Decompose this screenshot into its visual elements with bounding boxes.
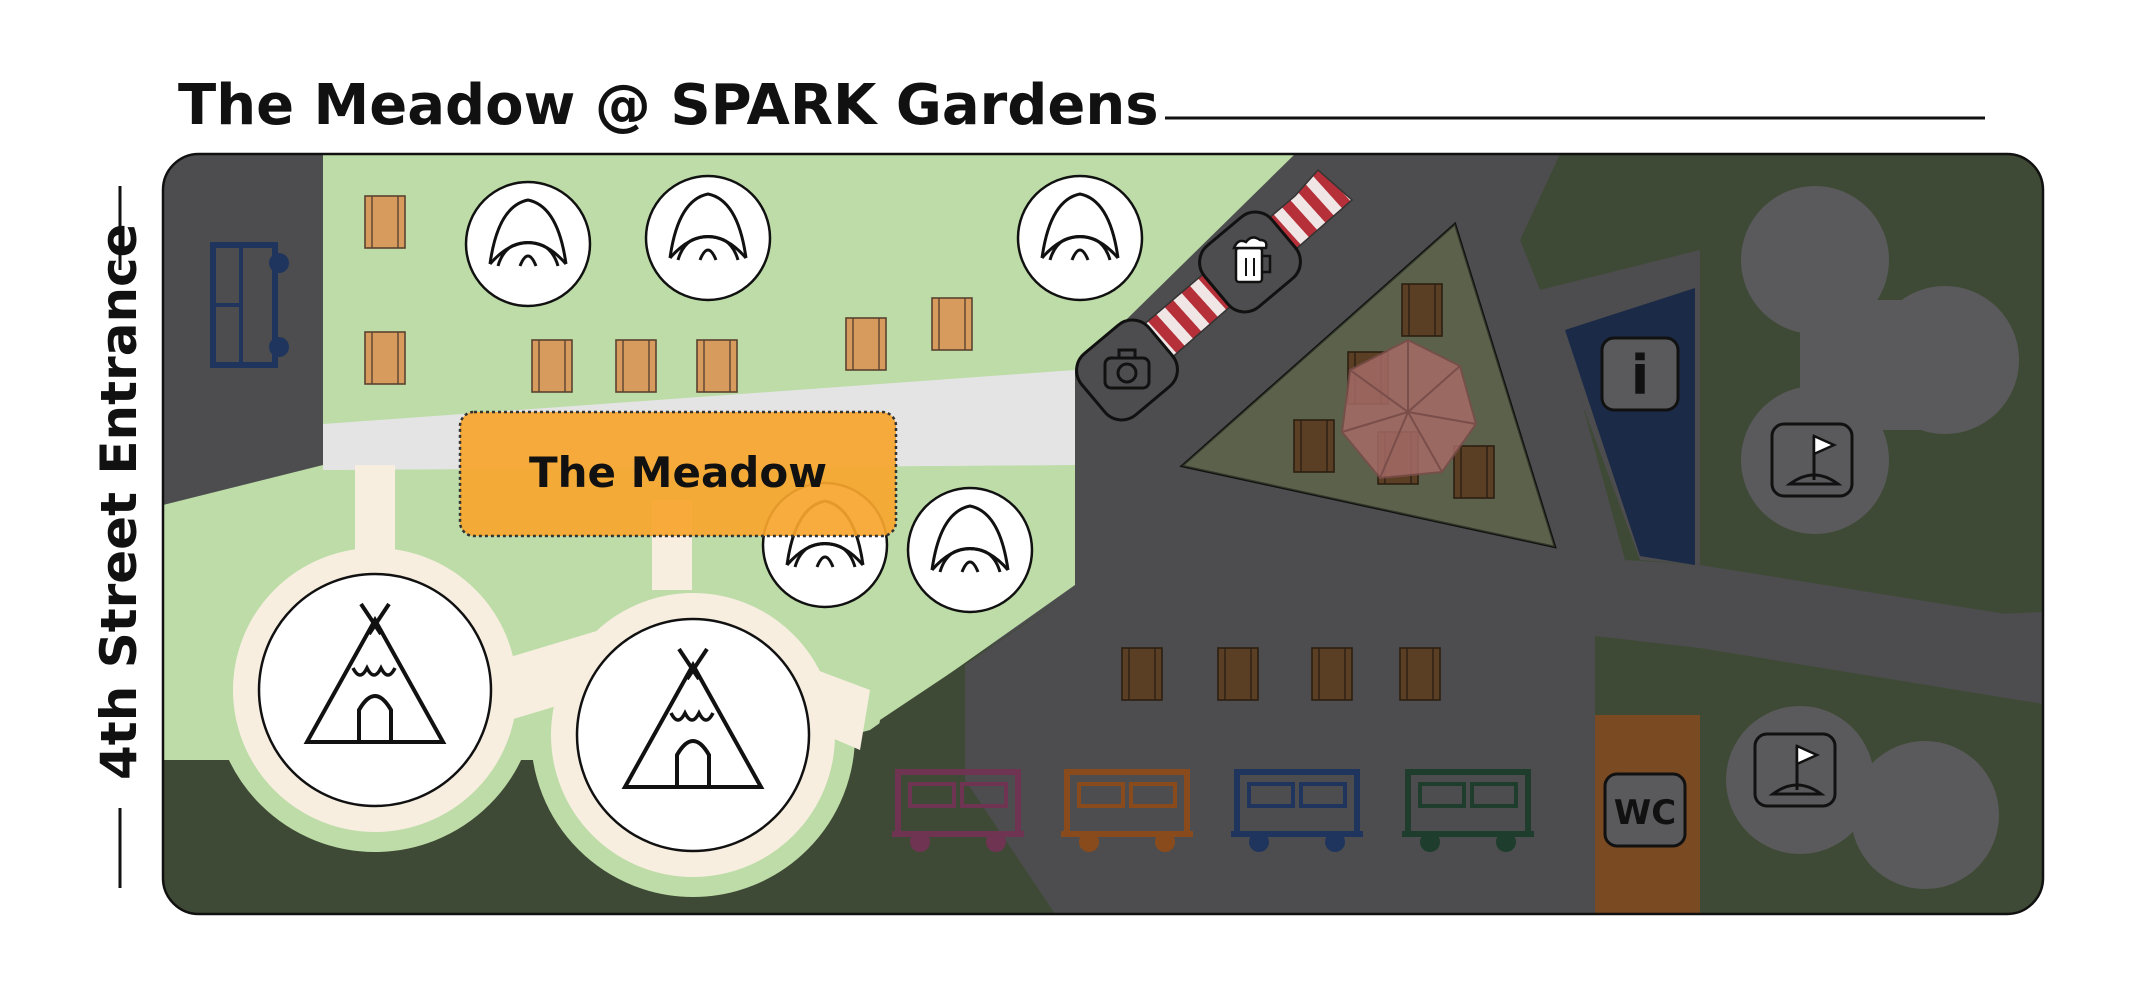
picnic-table-icon	[931, 297, 973, 351]
umbrella-icon	[1340, 338, 1478, 480]
dome-tent-icon	[1016, 174, 1144, 302]
picnic-table-icon	[364, 195, 406, 249]
map-border	[161, 152, 2045, 916]
picnic-table-icon	[1293, 419, 1335, 473]
grass-patch-top	[1520, 154, 1700, 290]
picnic-table-icon	[845, 317, 887, 371]
dome-tent-icon	[644, 174, 772, 302]
picnic-table-icon	[1401, 283, 1443, 337]
meadow-area-label[interactable]: The Meadow	[458, 410, 898, 538]
map-title: The Meadow @ SPARK Gardens	[178, 73, 1159, 138]
picnic-table-icon	[1399, 647, 1441, 701]
camera-icon	[1075, 318, 1179, 422]
food-truck-icon	[1231, 769, 1363, 852]
wc-label: WC	[1614, 793, 1676, 833]
info-label: i	[1631, 344, 1650, 407]
dome-tent-icon	[906, 486, 1034, 614]
dome-tent-icon	[464, 180, 592, 308]
wc-icon: WC	[1603, 772, 1687, 848]
picnic-table-icon	[1121, 647, 1163, 701]
beer-mug-icon	[1198, 210, 1302, 314]
picnic-table-icon	[364, 331, 406, 385]
picnic-table-icon	[1311, 647, 1353, 701]
entrance-label: 4th Street Entrance	[90, 223, 148, 780]
picnic-table-icon	[1453, 445, 1495, 499]
picnic-table-icon	[696, 339, 738, 393]
picnic-table-icon	[1217, 647, 1259, 701]
food-truck-icon	[892, 769, 1024, 852]
picnic-table-icon	[531, 339, 573, 393]
meadow-area-label-text: The Meadow	[529, 448, 827, 497]
picnic-table-icon	[615, 339, 657, 393]
info-icon: i	[1600, 336, 1680, 412]
food-truck-icon	[1061, 769, 1193, 852]
food-trucks	[892, 769, 1534, 852]
golf-flag-icon	[1753, 732, 1837, 808]
bus-icon	[210, 242, 289, 368]
food-truck-icon	[1402, 769, 1534, 852]
golf-flag-icon	[1770, 422, 1854, 498]
